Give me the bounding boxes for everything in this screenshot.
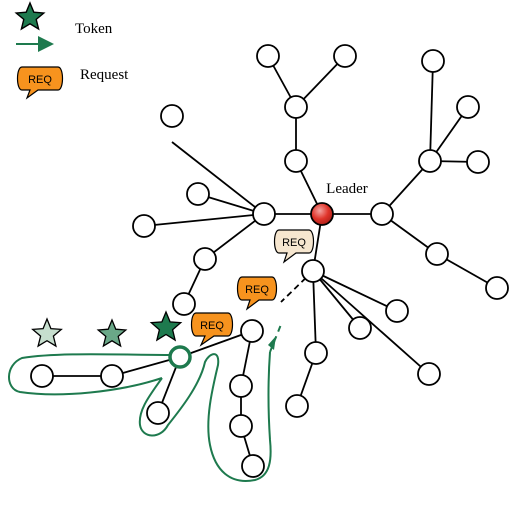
request-bubble-middle-text: REQ bbox=[245, 284, 269, 296]
tree-node bbox=[160, 104, 184, 128]
token-legend-label: Token bbox=[75, 21, 113, 37]
request-bubble-at-leader-text: REQ bbox=[282, 237, 306, 249]
token-trail-star-mid-icon bbox=[96, 318, 128, 348]
tree-node bbox=[417, 362, 441, 386]
tree-node bbox=[421, 49, 445, 73]
tree-node bbox=[333, 44, 357, 68]
request-bubble-middle: REQ bbox=[236, 276, 278, 311]
tree-node bbox=[284, 95, 308, 119]
tree-node bbox=[193, 247, 217, 271]
tree-node bbox=[256, 44, 280, 68]
tree-node bbox=[370, 202, 394, 226]
legend: Token REQ Request bbox=[14, 1, 129, 100]
tree-node bbox=[385, 299, 409, 323]
tree-node bbox=[348, 316, 372, 340]
tree-node bbox=[30, 364, 54, 388]
tree-node bbox=[301, 259, 325, 283]
tree-node bbox=[456, 95, 480, 119]
token-holder-node bbox=[168, 345, 192, 369]
tree-node bbox=[229, 414, 253, 438]
tree-node bbox=[485, 276, 509, 300]
tree-node bbox=[229, 374, 253, 398]
tree-node bbox=[132, 214, 156, 238]
token-legend-star-icon bbox=[14, 1, 46, 31]
tree-node bbox=[304, 341, 328, 365]
request-bubble-near-holder-text: REQ bbox=[200, 320, 224, 332]
tree-nodes bbox=[30, 44, 509, 478]
tree-node bbox=[146, 401, 170, 425]
tree-node bbox=[186, 182, 210, 206]
request-legend-bubble-icon: REQ bbox=[16, 66, 64, 100]
token-current-star-icon bbox=[149, 310, 183, 342]
tree-node bbox=[418, 149, 442, 173]
tree-node bbox=[285, 394, 309, 418]
tree-node bbox=[466, 150, 490, 174]
token-trail-star-faded-icon bbox=[31, 317, 63, 348]
leader-label: Leader bbox=[326, 181, 368, 197]
tree-node bbox=[425, 242, 449, 266]
request-legend-badge: REQ bbox=[28, 74, 52, 86]
leader-node bbox=[310, 202, 334, 226]
token-path-arrowhead-icon bbox=[268, 336, 276, 350]
tree-node bbox=[252, 202, 276, 226]
request-bubble-at-leader: REQ bbox=[273, 229, 315, 264]
request-bubble-near-holder: REQ bbox=[190, 312, 234, 347]
tree-node bbox=[241, 454, 265, 478]
tree-node bbox=[100, 364, 124, 388]
tree-node bbox=[172, 292, 196, 316]
token-travel-path bbox=[8, 351, 272, 482]
tree-node bbox=[284, 149, 308, 173]
tree-node bbox=[240, 319, 264, 343]
request-legend-label: Request bbox=[80, 67, 129, 83]
